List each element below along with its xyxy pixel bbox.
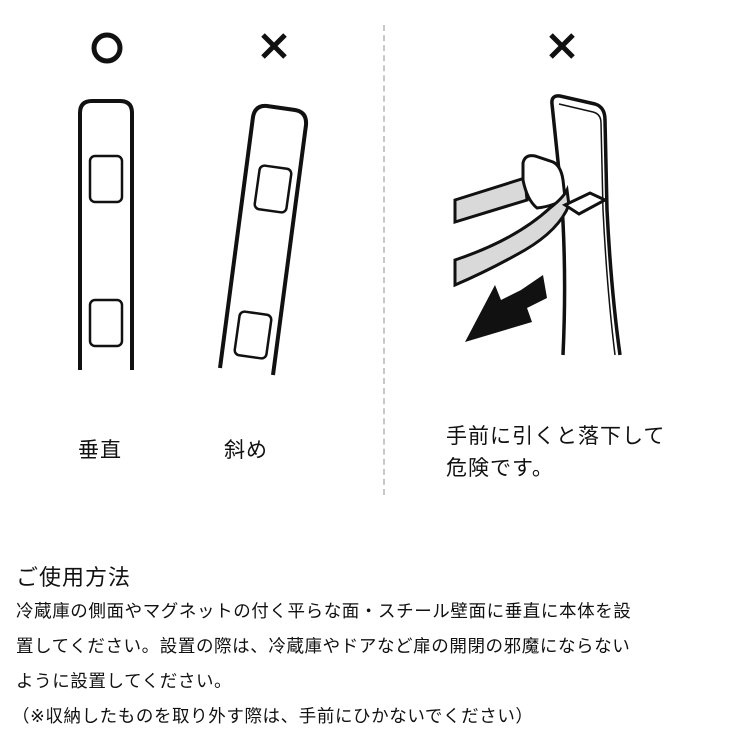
warning-line-2: 危険です。: [446, 456, 554, 480]
tilted-caption: 斜め: [224, 438, 268, 462]
instructions-heading: ご使用方法: [16, 566, 132, 591]
vertical-caption: 垂直: [78, 438, 122, 462]
pulling-warning-caption: 手前に引くと落下して 危険です。: [446, 420, 665, 484]
instruction-line: 置してください。設置の際は、冷蔵庫やドアなど扉の開閉の邪魔にならない: [16, 637, 631, 657]
pulling-forward-illustration: [453, 90, 655, 360]
warning-line-1: 手前に引くと落下して: [446, 424, 666, 448]
correct-circle-icon: [88, 28, 128, 68]
instructions-body: 冷蔵庫の側面やマグネットの付く平らな面・スチール壁面に垂直に本体を設 置してくだ…: [12, 595, 736, 735]
incorrect-cross-icon: [258, 30, 290, 62]
instruction-note: （※収納したものを取り外す際は、手前にひかないでください）: [12, 707, 534, 727]
vertical-holder-illustration: [70, 95, 140, 375]
instruction-line: ように設置してください。: [16, 672, 233, 692]
incorrect-cross-icon: [546, 30, 578, 62]
section-divider: [383, 25, 385, 495]
tilted-holder-illustration: [210, 95, 320, 385]
instruction-line: 冷蔵庫の側面やマグネットの付く平らな面・スチール壁面に垂直に本体を設: [16, 602, 632, 622]
